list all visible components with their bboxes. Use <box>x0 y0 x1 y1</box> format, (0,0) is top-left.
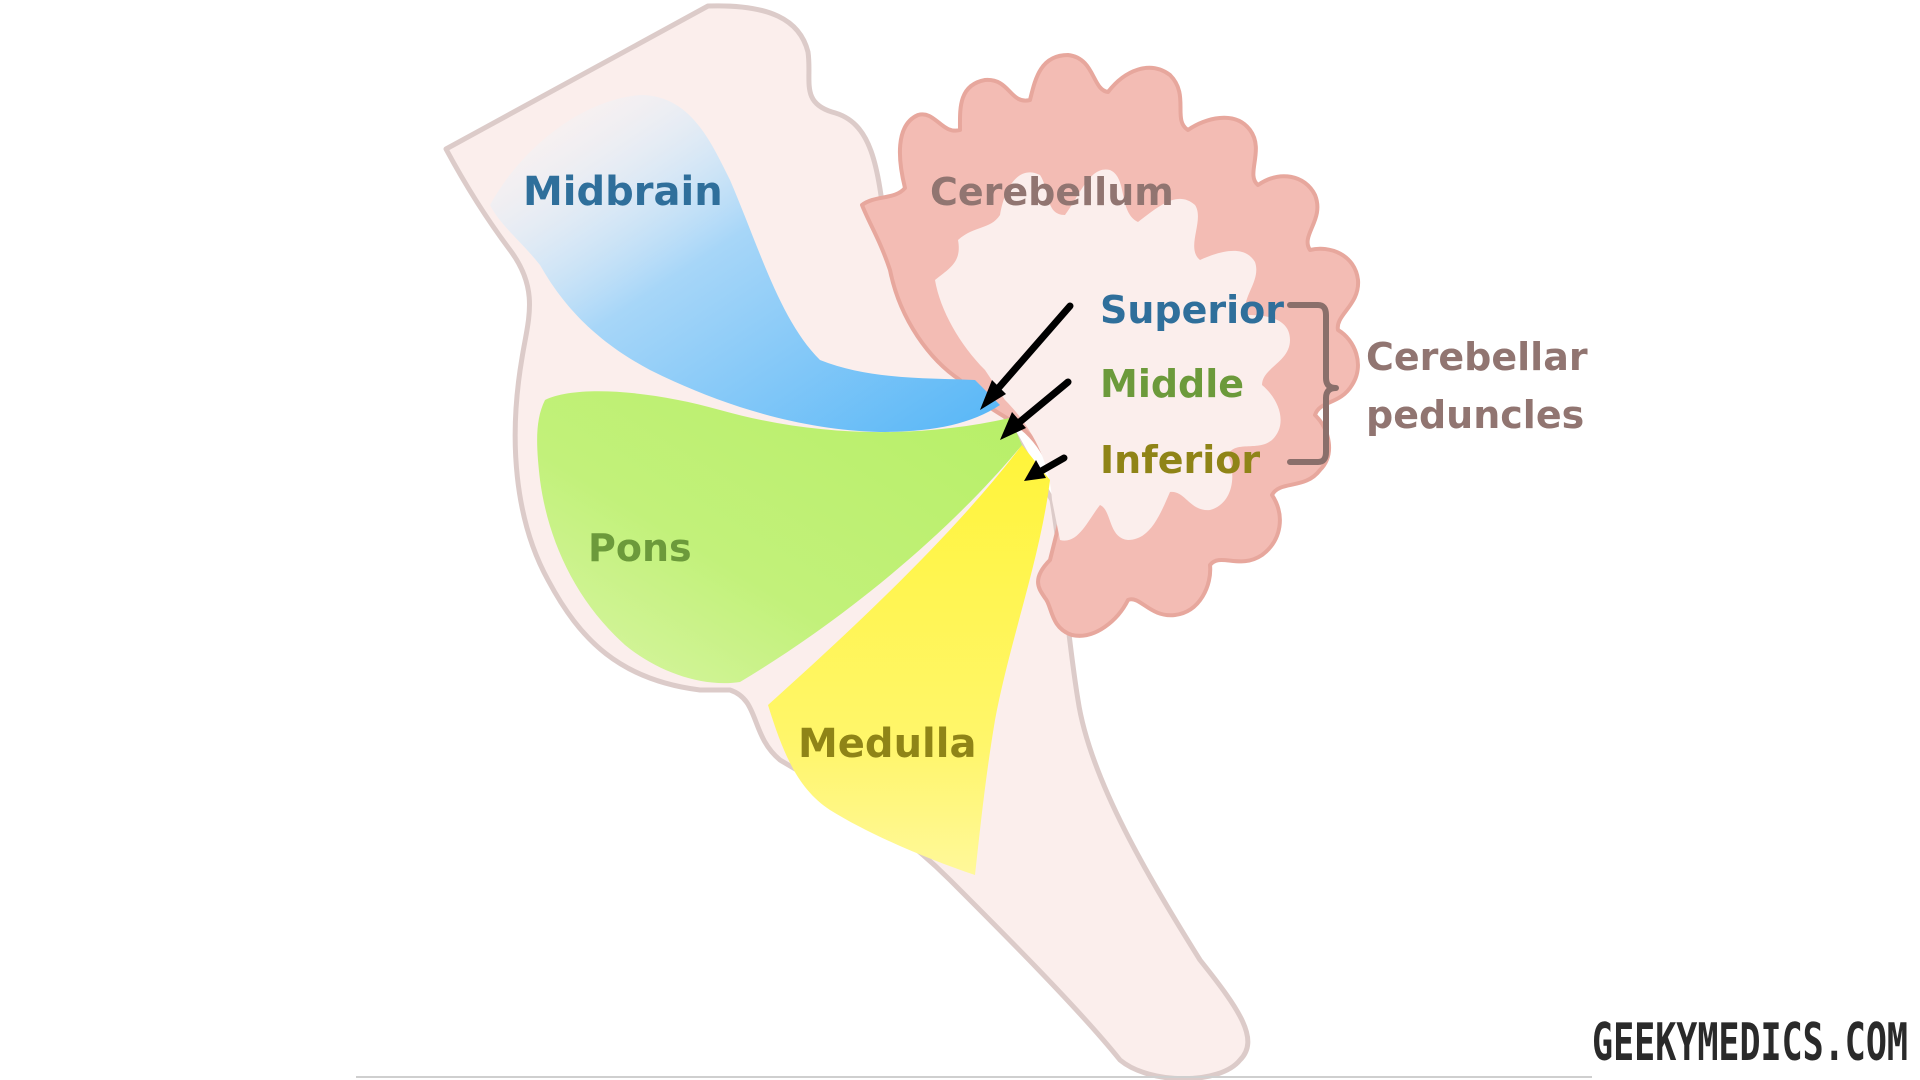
cerebellar-peduncles-label-line1: Cerebellar <box>1366 335 1588 379</box>
inferior-peduncle-label: Inferior <box>1100 438 1260 482</box>
cerebellar-peduncles-label-line2: peduncles <box>1366 393 1584 437</box>
medulla-label: Medulla <box>798 721 976 767</box>
superior-arrowhead <box>980 380 1006 410</box>
pons-region <box>537 391 1022 684</box>
midbrain-label: Midbrain <box>523 169 723 215</box>
pons-label: Pons <box>588 526 692 570</box>
inferior-arrowhead <box>1024 460 1046 481</box>
midbrain-region <box>490 95 1000 432</box>
medulla-region <box>768 445 1050 875</box>
middle-peduncle-label: Middle <box>1100 362 1244 406</box>
geekymedics-watermark: GEEKYMEDICS.COM <box>1592 1013 1908 1073</box>
peduncle-arrows <box>980 302 1074 481</box>
superior-arrow <box>984 302 1074 404</box>
peduncles-bracket <box>1287 302 1339 465</box>
superior-peduncle-label: Superior <box>1100 288 1284 332</box>
cerebellum-label: Cerebellum <box>930 170 1174 214</box>
middle-arrowhead <box>1000 412 1026 440</box>
cerebellum-white-matter <box>935 169 1290 541</box>
